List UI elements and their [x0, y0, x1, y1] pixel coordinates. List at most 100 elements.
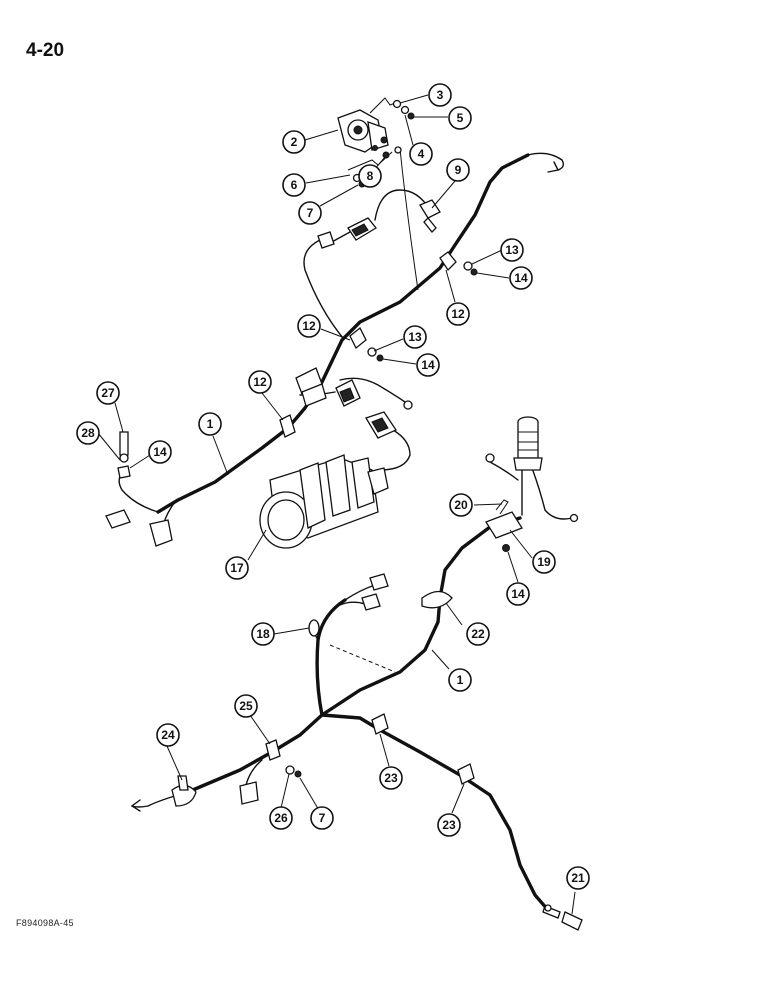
- callout-12-middle: 12: [297, 314, 321, 338]
- svg-text:14: 14: [421, 358, 435, 372]
- lower-harness-branch-right: [320, 713, 550, 912]
- lower-harness-branch-up: [315, 598, 347, 717]
- callout-14-lower: 14: [506, 582, 530, 606]
- svg-text:26: 26: [274, 811, 288, 825]
- callout-18: 18: [251, 622, 275, 646]
- figure-code: F894098A-45: [16, 918, 74, 928]
- svg-text:27: 27: [101, 386, 115, 400]
- lower-clips-23: [371, 713, 475, 785]
- svg-text:6: 6: [291, 178, 298, 192]
- callout-13-middle: 13: [403, 325, 427, 349]
- callout-23-upper: 23: [379, 766, 403, 790]
- svg-text:14: 14: [514, 271, 528, 285]
- svg-text:18: 18: [256, 627, 270, 641]
- callout-27: 27: [96, 381, 120, 405]
- svg-text:5: 5: [457, 111, 464, 125]
- svg-text:2: 2: [291, 135, 298, 149]
- callout-4: 4: [409, 142, 433, 166]
- svg-text:24: 24: [161, 728, 175, 742]
- svg-text:1: 1: [457, 673, 464, 687]
- plug-wire-2: [531, 467, 573, 520]
- svg-text:28: 28: [81, 426, 95, 440]
- svg-text:23: 23: [442, 818, 456, 832]
- svg-text:9: 9: [455, 163, 462, 177]
- upper-harness-end-wire: [527, 152, 565, 171]
- sensor-9-wire: [374, 189, 431, 221]
- harness-tail-left-arrow: [130, 799, 141, 812]
- clamp-bracket-19: [485, 499, 523, 552]
- svg-text:20: 20: [454, 498, 468, 512]
- solenoid-wire: [379, 429, 411, 471]
- clamp-22: [421, 590, 453, 609]
- callout-28: 28: [76, 421, 100, 445]
- inline-connector: [317, 217, 377, 249]
- clip-25: [265, 739, 302, 778]
- callout-13-right: 13: [500, 238, 524, 262]
- svg-text:21: 21: [571, 871, 585, 885]
- round-plug-connector: [485, 416, 579, 523]
- callout-2: 2: [282, 130, 306, 154]
- lower-connectors: [308, 573, 389, 637]
- callout-1-upper: 1: [198, 412, 222, 436]
- relay-connectors: [295, 367, 413, 410]
- lower-tap-wire: [245, 759, 263, 786]
- svg-text:13: 13: [505, 243, 519, 257]
- upper-harness-end-arrow: [547, 161, 560, 173]
- svg-text:7: 7: [319, 811, 326, 825]
- callout-25: 25: [234, 694, 258, 718]
- svg-text:25: 25: [239, 699, 253, 713]
- clip-24: [171, 775, 197, 807]
- control-module-17: [259, 454, 389, 549]
- svg-text:17: 17: [230, 561, 244, 575]
- switch-hardware: [347, 97, 415, 188]
- svg-text:12: 12: [302, 319, 316, 333]
- dash-line-18: [329, 644, 396, 673]
- callout-12-right: 12: [446, 302, 470, 326]
- svg-text:12: 12: [253, 375, 267, 389]
- connector-branch-wire-2: [339, 601, 366, 606]
- switch-assembly: [337, 109, 389, 153]
- svg-text:23: 23: [384, 771, 398, 785]
- upper-harness: [118, 147, 565, 531]
- sensor-21: [542, 904, 583, 931]
- svg-text:13: 13: [408, 330, 422, 344]
- svg-text:8: 8: [367, 169, 374, 183]
- upper-clips: [279, 251, 478, 438]
- callout-14-right: 14: [509, 266, 533, 290]
- callout-12-left: 12: [248, 370, 272, 394]
- plug-wire-3: [489, 461, 519, 481]
- callout-1-lower: 1: [448, 668, 472, 692]
- svg-text:3: 3: [437, 88, 444, 102]
- solenoid-connector: [365, 411, 397, 439]
- ground-wire: [339, 377, 406, 403]
- callout-22: 22: [466, 622, 490, 646]
- svg-text:14: 14: [511, 587, 525, 601]
- sensor-wire: [303, 239, 344, 339]
- callout-5: 5: [448, 106, 472, 130]
- callout-9: 9: [446, 158, 470, 182]
- callout-23-lower: 23: [437, 813, 461, 837]
- lower-tap-connector: [239, 781, 259, 805]
- callout-24: 24: [156, 723, 180, 747]
- callout-3: 3: [428, 83, 452, 107]
- callout-17: 17: [225, 556, 249, 580]
- callout-8: 8: [358, 164, 382, 188]
- svg-text:1: 1: [207, 417, 214, 431]
- callout-7-lower: 7: [310, 806, 334, 830]
- callout-6: 6: [282, 173, 306, 197]
- callout-19: 19: [532, 550, 556, 574]
- svg-text:4: 4: [418, 147, 425, 161]
- callout-21: 21: [566, 866, 590, 890]
- callout-26: 26: [269, 806, 293, 830]
- svg-text:12: 12: [451, 307, 465, 321]
- sensor-9: [419, 199, 441, 233]
- upper-harness-main-cable: [156, 153, 530, 514]
- callout-14-middle: 14: [416, 353, 440, 377]
- page-number: 4-20: [26, 40, 65, 61]
- dashed-reference-line: [399, 147, 419, 291]
- callout-20: 20: [449, 493, 473, 517]
- svg-text:14: 14: [153, 445, 167, 459]
- svg-text:7: 7: [307, 206, 314, 220]
- svg-text:22: 22: [471, 627, 485, 641]
